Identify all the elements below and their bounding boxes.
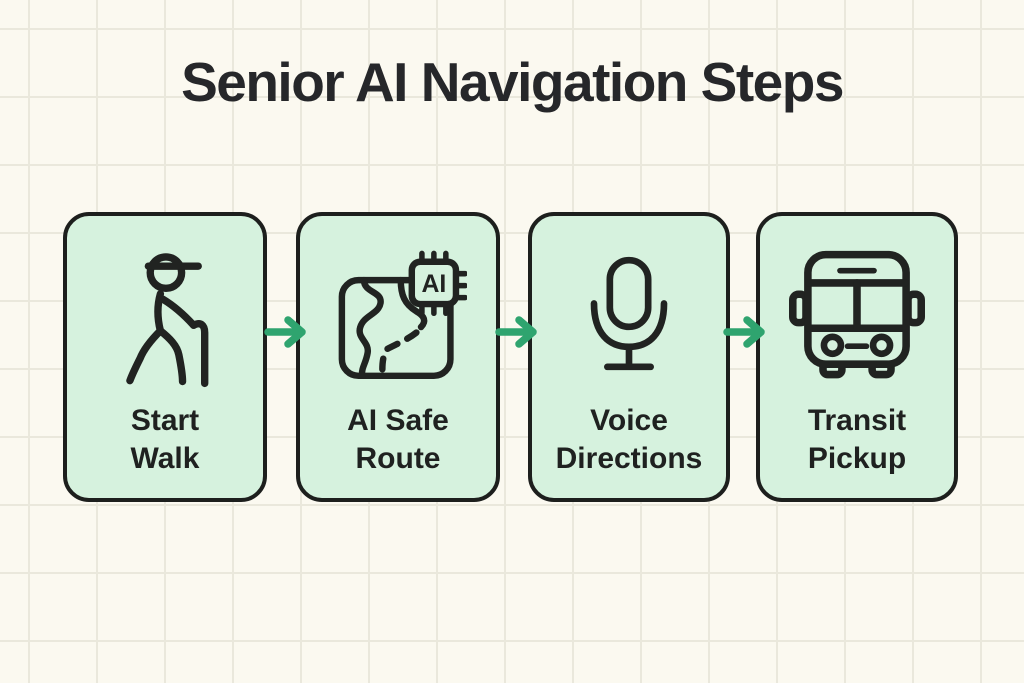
step-label-line: Pickup — [807, 442, 907, 476]
step-card-transit-pickup: Transit Pickup — [756, 212, 958, 502]
step-card-ai-safe-route: AI AI Safe Route — [296, 212, 500, 502]
page-title: Senior AI Navigation Steps — [181, 51, 844, 113]
step-label-line: AI Safe — [347, 404, 449, 438]
step-label-line: Transit — [807, 404, 907, 438]
step-label-line: Voice — [590, 404, 668, 438]
senior-walker-icon — [105, 230, 225, 402]
microphone-icon — [579, 230, 679, 402]
step-label: Voice Directions — [556, 402, 703, 478]
ai-chip-label: AI — [421, 271, 446, 298]
step-label-line: Start — [130, 404, 200, 438]
ai-map-route-icon: AI — [329, 230, 467, 402]
step-label: AI Safe Route — [347, 402, 449, 478]
step-card-voice-directions: Voice Directions — [528, 212, 730, 502]
step-card-start-walk: Start Walk — [63, 212, 267, 502]
arrow-right-icon — [495, 315, 539, 349]
step-label-line: Route — [355, 442, 441, 476]
arrow-right-icon — [723, 315, 767, 349]
bus-icon — [789, 230, 925, 402]
arrow-right-icon — [264, 315, 308, 349]
step-label: Transit Pickup — [808, 402, 906, 478]
step-label-line: Walk — [130, 442, 200, 476]
step-label-line: Directions — [555, 442, 703, 476]
step-label: Start Walk — [131, 402, 200, 478]
